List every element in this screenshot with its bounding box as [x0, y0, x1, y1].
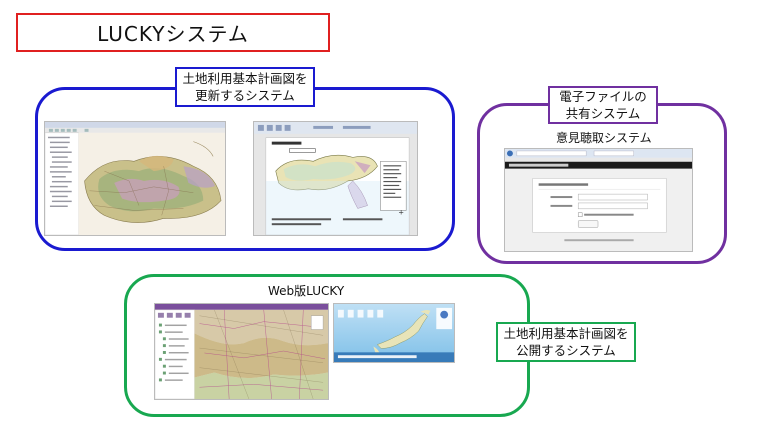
land-use-network-screenshot: [333, 303, 455, 363]
file-sharing-system-label: 電子ファイルの 共有システム: [548, 86, 658, 124]
word-map-document-screenshot: +: [253, 121, 418, 236]
page-title: LUCKYシステム: [97, 22, 249, 46]
web-lucky-label: Web版LUCKY: [268, 284, 345, 298]
svg-text:+: +: [398, 208, 404, 216]
gis-desktop-screenshot: [44, 121, 226, 236]
publish-label-line2: 公開するシステム: [516, 343, 616, 358]
publish-system-label: 土地利用基本計画図を 公開するシステム: [496, 322, 636, 362]
update-system-label: 土地利用基本計画図を 更新するシステム: [175, 67, 315, 107]
share-label-line1: 電子ファイルの: [559, 89, 647, 104]
opinion-hearing-system-label: 意見聴取システム: [556, 131, 652, 145]
update-label-line1: 土地利用基本計画図を: [182, 71, 308, 86]
publish-label-line1: 土地利用基本計画図を: [503, 326, 629, 341]
opinion-hearing-login-screenshot: [504, 148, 693, 252]
web-lucky-map-screenshot: [154, 303, 329, 400]
share-label-line2: 共有システム: [565, 106, 641, 121]
update-label-line2: 更新するシステム: [195, 88, 295, 103]
title-box: LUCKYシステム: [16, 13, 330, 52]
